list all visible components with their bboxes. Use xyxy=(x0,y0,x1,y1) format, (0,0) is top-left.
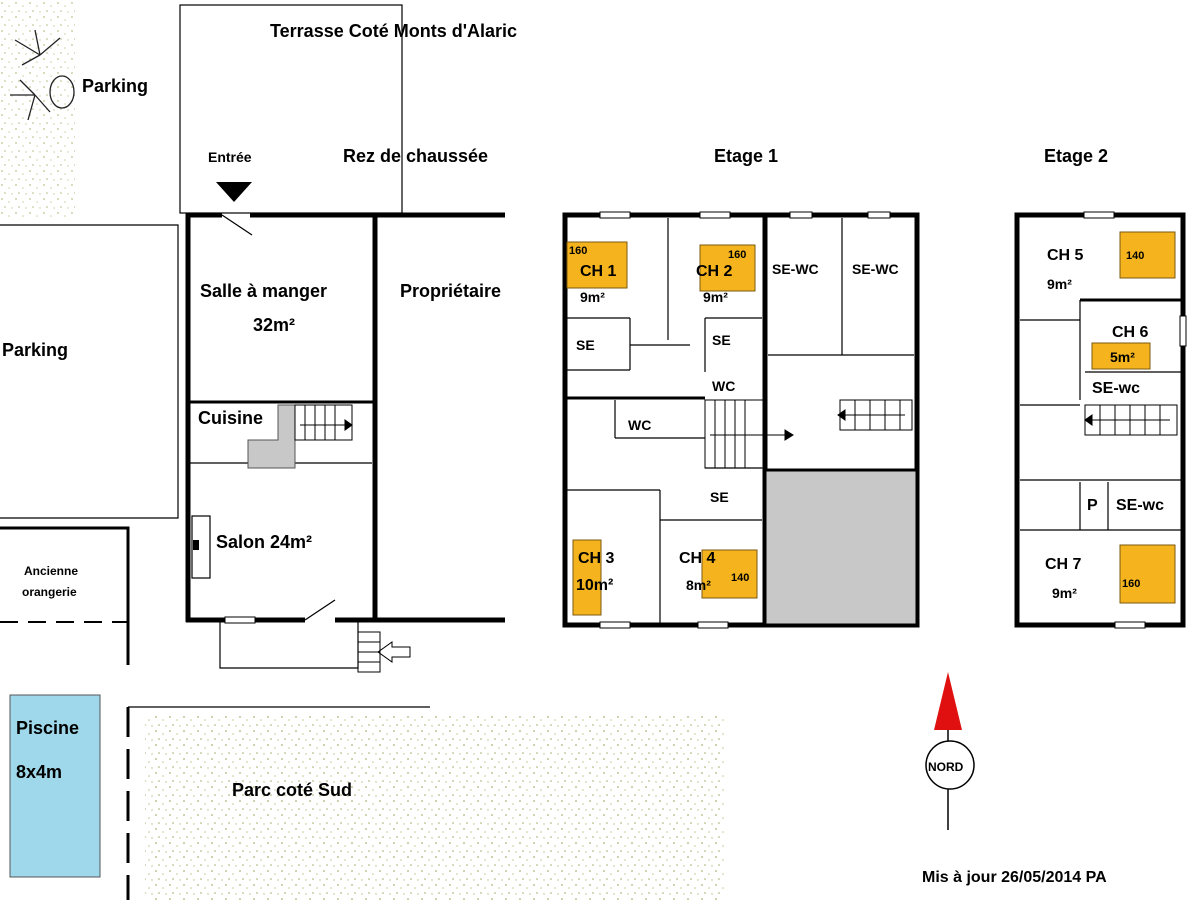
grass-top-left xyxy=(0,0,75,220)
floor2-stairs xyxy=(1084,404,1178,436)
ch4-bed xyxy=(701,549,758,599)
floor1-wc1-label: WC xyxy=(712,378,735,394)
floor2-sewc1-label: SE-wc xyxy=(1092,380,1140,397)
ch4-area: 8m² xyxy=(686,577,711,593)
ch1-label: CH 1 xyxy=(580,263,617,280)
pool-name: Piscine xyxy=(16,718,79,738)
ground-floor-walls xyxy=(185,212,505,623)
ch6-bed xyxy=(1091,342,1151,370)
ground-floor-title: Rez de chaussée xyxy=(343,146,488,166)
ch5-bed-size: 140 xyxy=(1126,250,1144,262)
fireplace xyxy=(191,515,211,579)
parking-top-label: Parking xyxy=(82,76,148,96)
ground-window xyxy=(224,616,256,624)
living-room-label: Salon 24m² xyxy=(216,532,312,552)
floor1-stairs xyxy=(704,399,913,469)
ch3-area: 10m² xyxy=(576,577,613,594)
ch3-label: CH 3 xyxy=(578,550,615,567)
ch2-bed xyxy=(699,244,756,292)
owner-room-label: Propriétaire xyxy=(400,281,501,301)
floor1-title: Etage 1 xyxy=(714,146,778,166)
ch5-area: 9m² xyxy=(1047,276,1072,292)
orangery-label-2: orangerie xyxy=(22,585,77,599)
floor2-windows xyxy=(1083,211,1187,629)
north-arrow-icon xyxy=(925,672,975,830)
park-label: Parc coté Sud xyxy=(232,780,352,800)
ch2-area: 9m² xyxy=(703,289,728,305)
floor2-title: Etage 2 xyxy=(1044,146,1108,166)
ch2-label: CH 2 xyxy=(696,263,733,280)
ch4-bed-size: 140 xyxy=(731,572,749,584)
parking-left-area xyxy=(0,224,179,519)
ch1-bed xyxy=(566,241,628,289)
terrace-label: Terrasse Coté Monts d'Alaric xyxy=(270,21,517,41)
pool xyxy=(9,694,101,878)
orangery-label-1: Ancienne xyxy=(24,564,78,578)
north-label: NORD xyxy=(928,760,964,774)
ground-stairs xyxy=(294,404,353,441)
ch7-area: 9m² xyxy=(1052,585,1077,601)
floor1-se2-label: SE xyxy=(712,332,731,348)
floor1-walls xyxy=(562,212,920,628)
ch3-bed xyxy=(572,539,602,616)
update-note: Mis à jour 26/05/2014 PA xyxy=(922,869,1107,886)
parking-left-label: Parking xyxy=(2,340,68,360)
pool-size: 8x4m xyxy=(16,762,62,782)
ch6-bed-size: 5m² xyxy=(1110,349,1135,365)
ch7-bed-size: 160 xyxy=(1122,578,1140,590)
floor2-p-label: P xyxy=(1087,497,1098,514)
kitchen-label: Cuisine xyxy=(198,408,263,428)
fireplace-insert xyxy=(193,540,199,550)
floor1-windows xyxy=(599,211,891,629)
porch-steps xyxy=(357,631,411,673)
ch5-label: CH 5 xyxy=(1047,247,1084,264)
ch7-bed xyxy=(1119,544,1176,604)
ch4-label: CH 4 xyxy=(679,550,716,567)
ch1-bed-size: 160 xyxy=(569,245,587,257)
porch xyxy=(219,620,359,669)
ch6-label: CH 6 xyxy=(1112,324,1149,341)
floor1-se3-label: SE xyxy=(710,489,729,505)
ch5-bed xyxy=(1119,231,1176,279)
ch7-label: CH 7 xyxy=(1045,556,1082,573)
entrance-label: Entrée xyxy=(208,149,252,165)
park-grass xyxy=(145,715,725,900)
floor1-se1-label: SE xyxy=(576,337,595,353)
dining-room-label: Salle à manger xyxy=(200,281,327,301)
ch2-bed-size: 160 xyxy=(728,249,746,261)
dining-room-area: 32m² xyxy=(253,315,295,335)
ch1-area: 9m² xyxy=(580,289,605,305)
orangery-wall xyxy=(0,526,130,665)
floor1-sewc2-label: SE-WC xyxy=(852,261,899,277)
floor1-sewc1-label: SE-WC xyxy=(772,261,819,277)
entrance-arrow-icon xyxy=(216,182,252,202)
tree-icon xyxy=(10,29,75,121)
floor1-wc2-label: WC xyxy=(628,417,651,433)
floor2-sewc2-label: SE-wc xyxy=(1116,497,1164,514)
